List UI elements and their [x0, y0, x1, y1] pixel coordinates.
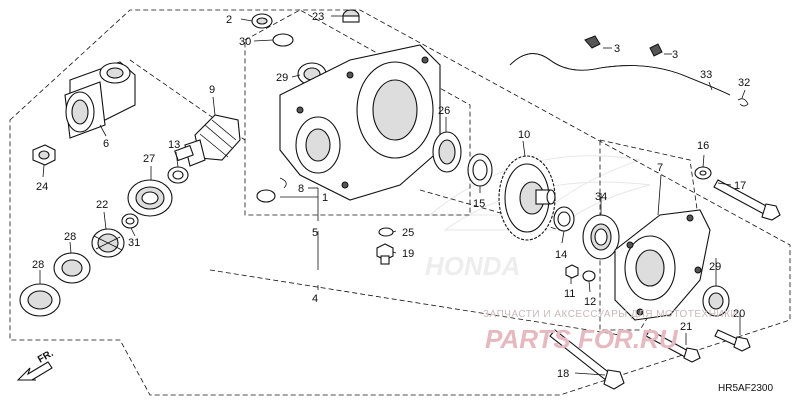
callout-30: 30	[239, 36, 251, 48]
front-direction-label: FR.	[36, 348, 56, 366]
bearing-part-26	[432, 131, 462, 173]
callout-7: 7	[657, 162, 663, 174]
callout-26: 26	[438, 105, 450, 117]
callout-6: 6	[103, 138, 109, 150]
bolt-part-21	[645, 329, 701, 363]
assembly-frame-7	[599, 139, 701, 331]
callout-11: 11	[564, 288, 575, 300]
callout-1: 1	[322, 192, 328, 204]
callout-33: 33	[700, 69, 712, 81]
callout-28-upper: 28	[64, 231, 76, 243]
callout-34: 34	[595, 191, 607, 203]
bearing-part-27	[127, 179, 173, 217]
lock-nut-part-22	[91, 228, 125, 258]
gear-case-housing-part-5	[279, 44, 441, 201]
callout-20: 20	[733, 308, 745, 320]
callout-labels: 2 30 23 3 3 29 33 32 9 26 10 6 13 16 27 …	[32, 11, 750, 380]
flange-part-6	[64, 61, 136, 139]
callout-29-lower: 29	[709, 261, 721, 273]
callout-8: 8	[298, 183, 304, 195]
callout-3-a: 3	[614, 43, 620, 55]
clip-part-3-a	[584, 35, 601, 49]
callout-29-upper: 29	[276, 72, 288, 84]
ring-gear-part-10	[498, 155, 556, 241]
gear-case-cover-part-7	[614, 209, 711, 321]
seal-part-29-lower	[702, 285, 730, 317]
clip-part-32	[737, 98, 749, 107]
callout-9: 9	[209, 84, 215, 96]
bushing-part-2	[251, 13, 273, 29]
pinion-gear-part-9	[174, 114, 241, 167]
seal-part-28-lower	[19, 283, 61, 317]
washer-part-16	[694, 166, 712, 180]
washer-part-12	[582, 270, 596, 282]
callout-31: 31	[128, 237, 140, 249]
callout-13: 13	[168, 139, 180, 151]
callout-10: 10	[518, 129, 530, 141]
bolt-part-11	[565, 264, 579, 279]
callout-27: 27	[143, 153, 155, 165]
shim-part-15	[467, 153, 493, 187]
cap-part-23	[342, 9, 360, 23]
nut-part-24	[32, 144, 56, 166]
watermark-caption: ЗАПЧАСТИ И АКСЕССУАРЫ ДЛЯ МОТОТЕХНИКИ	[483, 309, 738, 320]
leader-lines	[39, 15, 746, 376]
bolt-part-20	[714, 329, 751, 352]
callout-15: 15	[473, 198, 485, 210]
breather-tube-part-33	[509, 53, 731, 96]
callout-22: 22	[96, 199, 108, 211]
callout-4: 4	[312, 293, 318, 305]
bolt-part-18	[549, 329, 625, 390]
watermark-logo: PARTS FOR.RU	[485, 324, 679, 354]
o-ring-part-30	[272, 33, 294, 47]
callout-17: 17	[734, 180, 746, 192]
callout-3-b: 3	[672, 49, 678, 61]
seal-part-28-upper	[53, 252, 91, 284]
callout-2: 2	[226, 14, 232, 26]
honda-wing-watermark: HONDA	[425, 155, 651, 281]
clip-part-8	[256, 177, 287, 203]
callout-28-lower: 28	[32, 259, 44, 271]
washer-part-13	[167, 166, 189, 184]
front-direction-arrow: FR.	[16, 348, 56, 381]
callout-32: 32	[738, 77, 750, 89]
washer-part-25	[378, 227, 394, 237]
diagram-code: HR5AF2300	[718, 383, 773, 394]
honda-watermark-text: HONDA	[425, 251, 520, 281]
bearing-part-34	[582, 214, 620, 260]
callout-25: 25	[402, 227, 414, 239]
bolt-part-17	[713, 179, 781, 221]
bolt-part-19	[376, 243, 394, 265]
callout-18: 18	[557, 368, 569, 380]
callout-24: 24	[36, 181, 48, 193]
callout-19: 19	[402, 248, 414, 260]
callout-5: 5	[312, 227, 318, 239]
callout-16: 16	[697, 140, 709, 152]
callout-12: 12	[584, 296, 596, 308]
callout-14: 14	[555, 249, 567, 261]
callout-21: 21	[680, 321, 692, 333]
callout-23: 23	[312, 11, 324, 23]
shim-part-14	[553, 206, 575, 232]
ring-part-31	[121, 213, 139, 229]
clip-part-3-b	[649, 43, 663, 57]
